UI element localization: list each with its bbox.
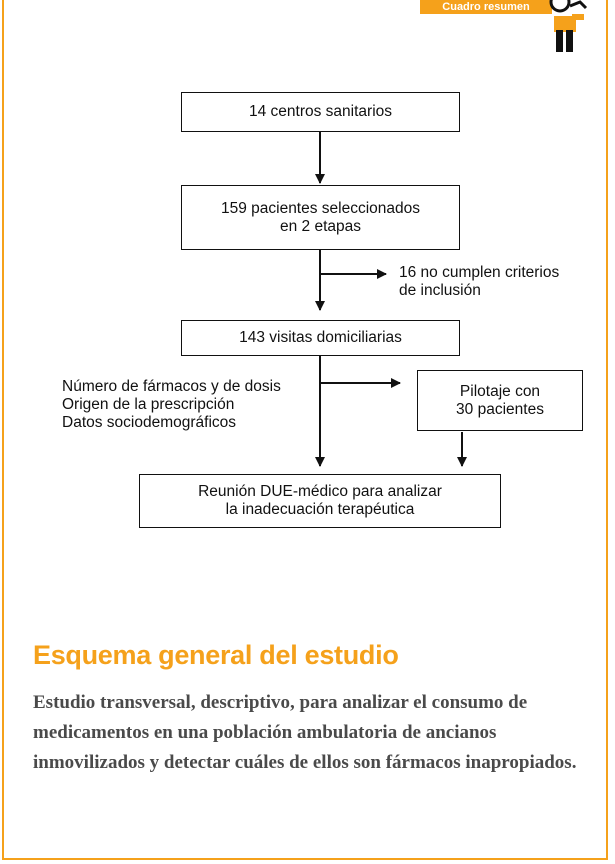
section-title: Esquema general del estudio [33,640,399,670]
label-exclusion: 16 no cumplen criterios de inclusión [399,264,560,299]
label-variables: Número de fármacos y de dosis Origen de … [62,378,281,431]
box-centros: 14 centros sanitarios [181,92,460,132]
box-pacientes: 159 pacientes seleccionados en 2 etapas [181,185,460,250]
box-pilotaje: Pilotaje con 30 pacientes [417,370,583,431]
person-figure-icon [549,0,588,52]
box-reunion: Reunión DUE-médico para analizar la inad… [139,474,501,528]
study-summary: Estudio transversal, descriptivo, para a… [33,692,577,773]
box-visitas: 143 visitas domiciliarias [181,320,460,356]
summary-tab: Cuadro resumen [420,0,552,14]
flowchart-connectors [315,132,467,467]
